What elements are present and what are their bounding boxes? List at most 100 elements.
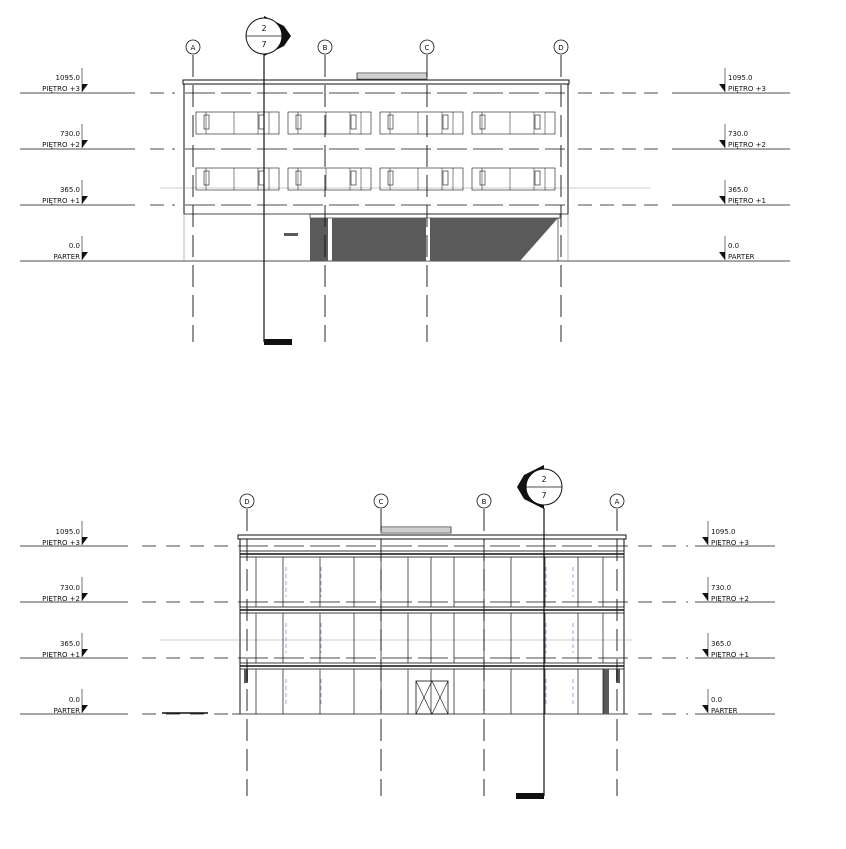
level-value: 1095.0 xyxy=(711,528,736,536)
window-strip-floor1-top xyxy=(195,167,556,191)
ground-floor-top xyxy=(284,213,561,261)
grid-label: C xyxy=(379,498,384,506)
level-value: 365.0 xyxy=(728,186,748,194)
section-sheet: 7 xyxy=(261,40,266,49)
grid-label: B xyxy=(482,498,487,506)
grid-bubbles-bottom: D C B A xyxy=(239,493,625,509)
level-marker: 1095.0 PIĘTRO +3 xyxy=(702,521,749,547)
level-value: 0.0 xyxy=(69,696,80,704)
level-marker: 0.0 PARTER xyxy=(719,236,755,261)
level-name: PIĘTRO +2 xyxy=(728,141,766,149)
window-frame xyxy=(387,170,394,186)
window-frame xyxy=(350,114,357,130)
level-name: PIĘTRO +2 xyxy=(711,595,749,603)
window-frame xyxy=(442,170,449,186)
level-name: PIĘTRO +1 xyxy=(711,651,749,659)
level-value: 365.0 xyxy=(60,186,80,194)
level-name: PIĘTRO +3 xyxy=(42,85,80,93)
level-value: 1095.0 xyxy=(56,74,81,82)
grid-bubbles-top: A B C D xyxy=(185,39,569,55)
level-marker: 0.0 PARTER xyxy=(702,689,738,715)
level-markers-right-bottom: 1095.0 PIĘTRO +3 730.0 PIĘTRO +2 365.0 P… xyxy=(702,521,749,715)
grid-bubble: A xyxy=(185,39,201,55)
grid-label: D xyxy=(244,498,249,506)
section-number: 2 xyxy=(261,24,266,33)
level-marker: 730.0 PIĘTRO +2 xyxy=(719,124,766,149)
section-number: 2 xyxy=(541,475,546,484)
level-marker: 1095.0 PIĘTRO +3 xyxy=(42,68,88,93)
window-frame xyxy=(442,114,449,130)
grid-label: B xyxy=(323,44,328,52)
section-marker-top[interactable]: 2 7 xyxy=(245,16,292,345)
level-name: PIĘTRO +2 xyxy=(42,595,80,603)
level-markers-left-bottom: 1095.0 PIĘTRO +3 730.0 PIĘTRO +2 365.0 P… xyxy=(42,521,88,715)
level-name: PARTER xyxy=(54,253,81,261)
level-value: 730.0 xyxy=(60,584,80,592)
level-name: PARTER xyxy=(54,707,81,715)
section-marker-bottom[interactable]: 2 7 xyxy=(516,465,563,799)
level-markers-right-top: 1095.0 PIĘTRO +3 730.0 PIĘTRO +2 365.0 P… xyxy=(719,68,766,261)
level-marker: 730.0 PIĘTRO +2 xyxy=(42,124,88,149)
level-marker: 0.0 PARTER xyxy=(54,236,88,261)
level-name: PIĘTRO +1 xyxy=(728,197,766,205)
level-value: 365.0 xyxy=(60,640,80,648)
window-frame xyxy=(258,114,265,130)
window-frame xyxy=(534,114,541,130)
level-marker: 365.0 PIĘTRO +1 xyxy=(42,180,88,205)
level-name: PIĘTRO +1 xyxy=(42,197,80,205)
level-marker: 365.0 PIĘTRO +1 xyxy=(719,180,766,205)
window-strip-floor2-top xyxy=(195,111,556,135)
level-marker: 730.0 PIĘTRO +2 xyxy=(702,577,749,603)
level-markers-left-top: 1095.0 PIĘTRO +3 730.0 PIĘTRO +2 365.0 P… xyxy=(42,68,88,261)
window-frame xyxy=(479,170,486,186)
grid-label: C xyxy=(425,44,430,52)
level-marker: 730.0 PIĘTRO +2 xyxy=(42,577,88,603)
window-frame xyxy=(258,170,265,186)
grid-bubble: B xyxy=(317,39,333,55)
level-name: PIĘTRO +2 xyxy=(42,141,80,149)
window-frame xyxy=(295,114,302,130)
level-value: 0.0 xyxy=(728,242,739,250)
level-name: PIĘTRO +3 xyxy=(711,539,749,547)
level-name: PIĘTRO +1 xyxy=(42,651,80,659)
grid-bubble: C xyxy=(419,39,435,55)
level-marker: 1095.0 PIĘTRO +3 xyxy=(42,521,88,547)
elevation-top: 1095.0 PIĘTRO +3 730.0 PIĘTRO +2 365.0 P… xyxy=(20,16,790,345)
level-name: PIĘTRO +3 xyxy=(728,85,766,93)
level-name: PARTER xyxy=(711,707,738,715)
grid-bubble: A xyxy=(609,493,625,509)
level-value: 1095.0 xyxy=(728,74,753,82)
level-value: 730.0 xyxy=(60,130,80,138)
level-value: 365.0 xyxy=(711,640,731,648)
level-name: PIĘTRO +3 xyxy=(42,539,80,547)
grid-label: A xyxy=(191,44,196,52)
level-lines-bottom xyxy=(20,545,775,715)
window-mullions-top xyxy=(203,112,546,190)
elevation-bottom: 1095.0 PIĘTRO +3 730.0 PIĘTRO +2 365.0 P… xyxy=(20,465,775,799)
level-value: 0.0 xyxy=(69,242,80,250)
grid-lines-bottom xyxy=(246,509,618,796)
level-value: 730.0 xyxy=(728,130,748,138)
level-marker: 365.0 PIĘTRO +1 xyxy=(42,633,88,659)
window-frame xyxy=(350,170,357,186)
window-frame xyxy=(203,114,210,130)
grid-bubble: D xyxy=(553,39,569,55)
level-marker: 1095.0 PIĘTRO +3 xyxy=(719,68,766,93)
window-frame xyxy=(295,170,302,186)
grid-bubble: D xyxy=(239,493,255,509)
grid-bubble: C xyxy=(373,493,389,509)
level-value: 1095.0 xyxy=(56,528,81,536)
window-frame xyxy=(387,114,394,130)
level-marker: 365.0 PIĘTRO +1 xyxy=(702,633,749,659)
grid-label: D xyxy=(558,44,563,52)
section-sheet: 7 xyxy=(541,491,546,500)
window-frame xyxy=(203,170,210,186)
grid-lines-top xyxy=(192,55,562,342)
window-frame xyxy=(479,114,486,130)
grid-bubble: B xyxy=(476,493,492,509)
level-marker: 0.0 PARTER xyxy=(54,689,88,715)
grid-label: A xyxy=(615,498,620,506)
level-value: 730.0 xyxy=(711,584,731,592)
level-value: 0.0 xyxy=(711,696,722,704)
